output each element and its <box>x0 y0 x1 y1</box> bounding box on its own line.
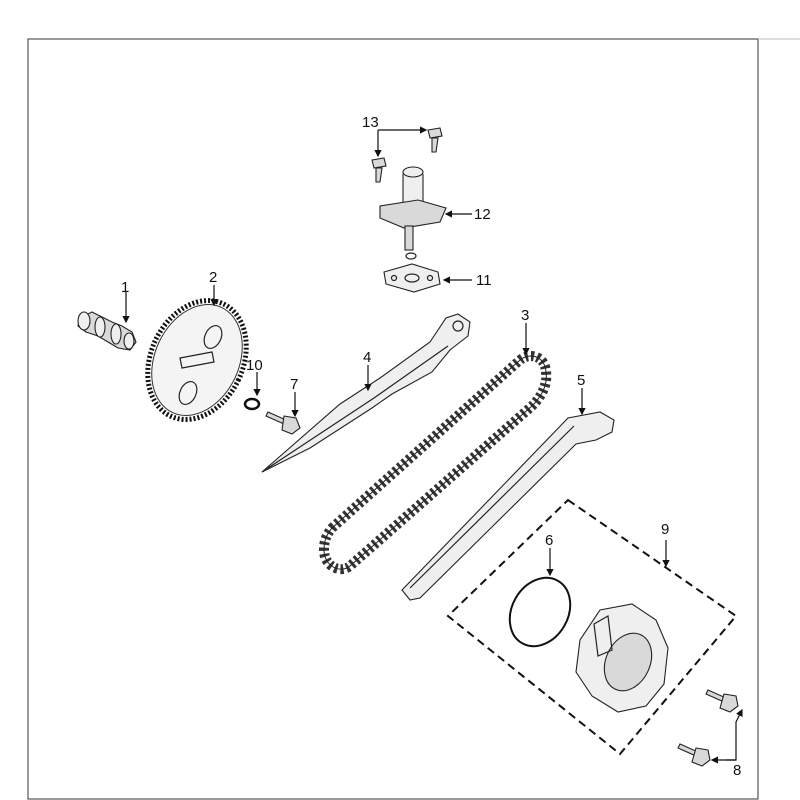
part-o-ring <box>508 576 572 648</box>
part-gasket <box>383 263 441 293</box>
callout-10: 10 <box>246 357 263 374</box>
part-tensioner-guide <box>261 313 471 473</box>
part-camshaft <box>77 311 137 351</box>
callout-5: 5 <box>577 372 585 389</box>
callout-8: 8 <box>733 762 741 779</box>
callout-7: 7 <box>290 376 298 393</box>
diagram-frame <box>27 38 759 800</box>
part-bolts-13 <box>371 127 443 183</box>
callout-1: 1 <box>121 279 129 296</box>
leader-lines <box>122 126 743 764</box>
callout-2: 2 <box>209 269 217 286</box>
part-bolt-7 <box>265 411 301 435</box>
callout-6: 6 <box>545 532 553 549</box>
part-timing-chain <box>318 351 552 575</box>
group-box-9 <box>446 498 738 756</box>
part-cover-housing <box>575 603 669 713</box>
callout-12: 12 <box>474 206 491 223</box>
callout-3: 3 <box>521 307 529 324</box>
part-tensioner-body <box>379 166 447 260</box>
callout-11: 11 <box>476 272 492 289</box>
callout-4: 4 <box>363 349 371 366</box>
part-pin <box>243 397 261 411</box>
callout-13: 13 <box>362 114 379 131</box>
part-bolts-8 <box>677 689 739 767</box>
callout-9: 9 <box>661 521 669 538</box>
part-cam-sprocket <box>145 298 249 422</box>
